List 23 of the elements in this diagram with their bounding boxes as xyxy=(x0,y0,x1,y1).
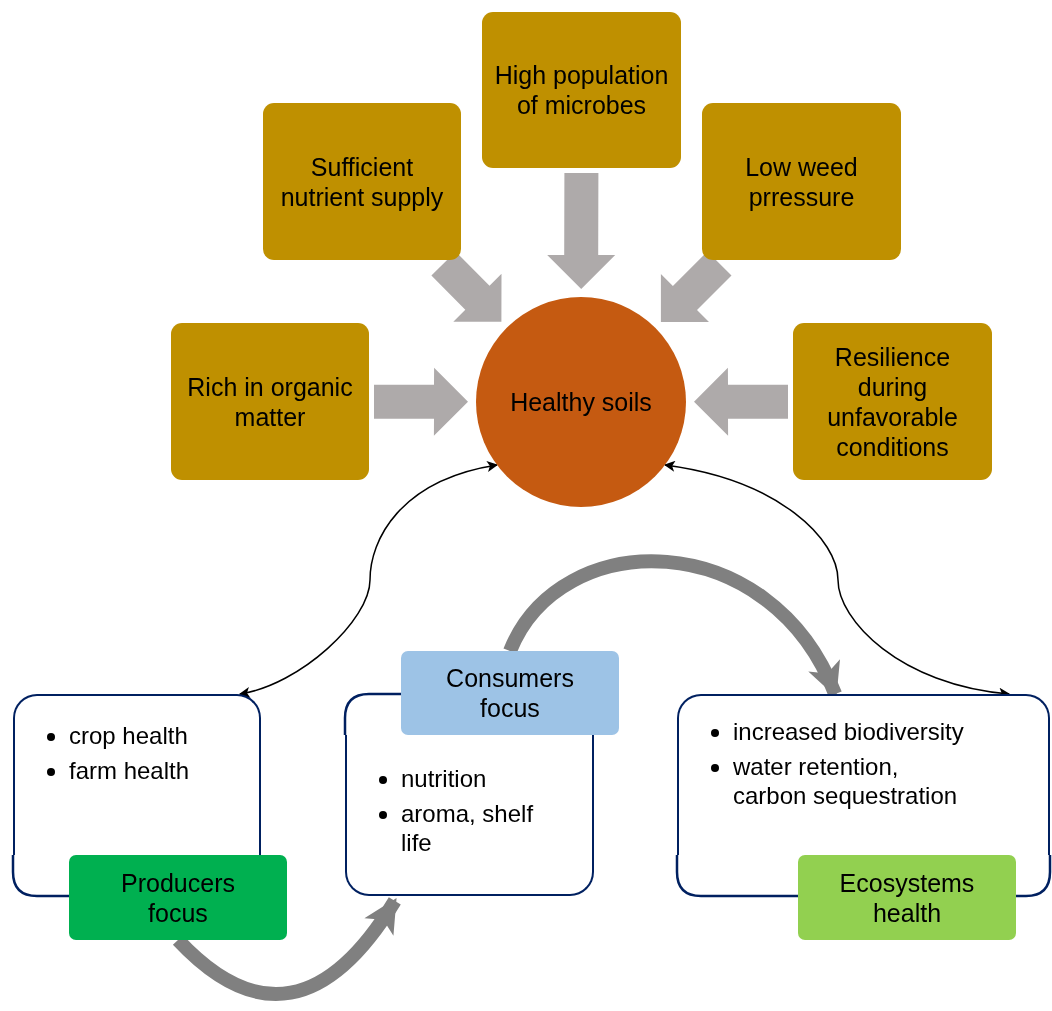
focus-panel xyxy=(677,694,1050,855)
bullet-item: water retention, carbon sequestration xyxy=(709,752,970,811)
block-arrow xyxy=(694,367,788,436)
bullet-item: aroma, shelf life xyxy=(377,799,547,858)
focus-panel xyxy=(13,694,261,855)
block-arrow xyxy=(547,173,616,289)
factor-box: Resilience during unfavorable conditions xyxy=(793,323,992,480)
bullet-item: nutrition xyxy=(377,765,547,794)
focus-panel xyxy=(345,735,594,896)
bullet-item: crop health xyxy=(45,722,249,751)
factor-box: Low weed prressure xyxy=(702,103,901,260)
factor-box: Rich in organic matter xyxy=(171,323,369,480)
factor-box: High population of microbes xyxy=(482,12,681,168)
block-arrow xyxy=(374,367,468,436)
soil-circle: Healthy soils xyxy=(476,297,686,507)
bullet-item: farm health xyxy=(45,756,249,786)
factor-box: Sufficient nutrient supply xyxy=(263,103,461,260)
bullet-item: increased biodiversity xyxy=(709,718,970,747)
curved-arrow xyxy=(173,896,401,1001)
focus-label: Ecosystems health xyxy=(798,855,1016,940)
focus-label: Consumers focus xyxy=(401,651,619,735)
double-arrow xyxy=(238,461,499,698)
focus-label: Producers focus xyxy=(69,855,287,940)
